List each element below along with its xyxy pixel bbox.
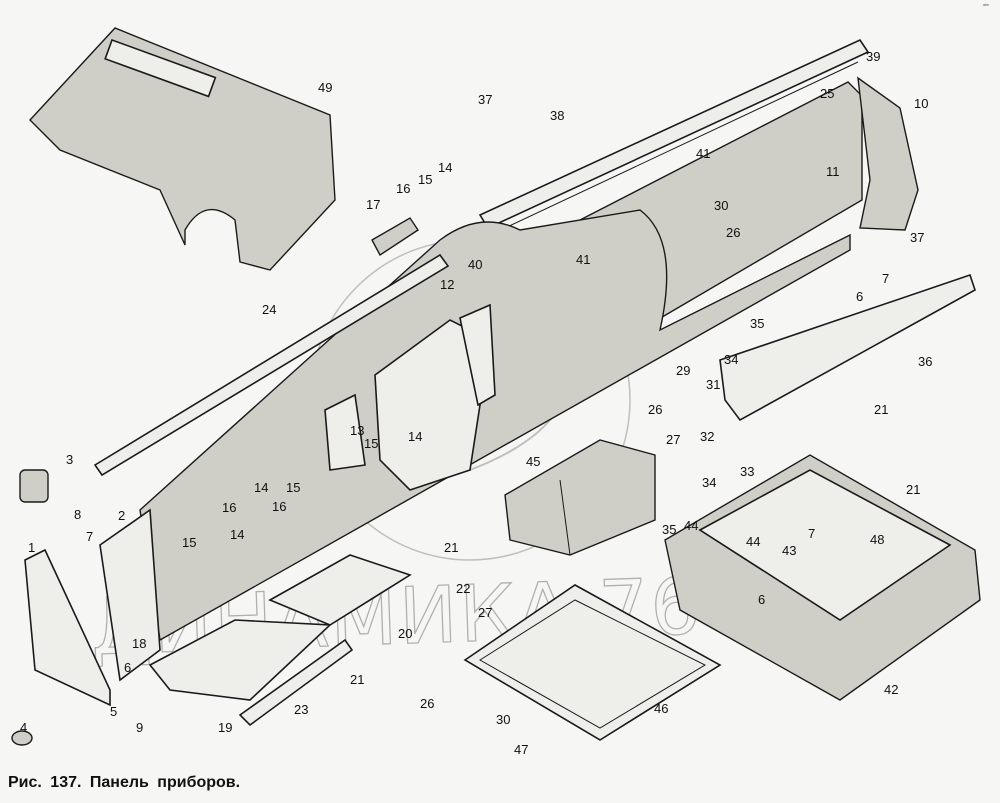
part-17-lamp: [371, 217, 419, 257]
callout-42: 42: [884, 682, 898, 697]
callout-49: 49: [318, 80, 332, 95]
callout-14: 14: [438, 160, 452, 175]
callout-14: 14: [408, 429, 422, 444]
callout-21: 21: [906, 482, 920, 497]
callout-37: 37: [478, 92, 492, 107]
callout-4: 4: [20, 720, 27, 735]
figure-caption: Рис. 137. Панель приборов.: [8, 774, 241, 791]
callout-6: 6: [124, 660, 131, 675]
callout-27: 27: [666, 432, 680, 447]
callout-21: 21: [874, 402, 888, 417]
part-42-tray: [664, 454, 981, 701]
callout-26: 26: [648, 402, 662, 417]
callout-48: 48: [870, 532, 884, 547]
callout-32: 32: [700, 429, 714, 444]
part-45-box: [504, 439, 656, 556]
callout-19: 19: [218, 720, 232, 735]
part-20-bracket: [268, 554, 412, 626]
callout-3: 3: [66, 452, 73, 467]
callout-47: 47: [514, 742, 528, 757]
callout-40: 40: [468, 257, 482, 272]
callout-16: 16: [396, 181, 410, 196]
callout-39: 39: [866, 49, 880, 64]
part-24-strip: [93, 253, 450, 477]
callout-5: 5: [110, 704, 117, 719]
callout-41: 41: [696, 146, 710, 161]
callout-15: 15: [364, 436, 378, 451]
part-1-side-plate: [24, 548, 111, 707]
part-10-bracket: [857, 76, 919, 231]
callout-31: 31: [706, 377, 720, 392]
callout-21: 21: [444, 540, 458, 555]
callout-15: 15: [286, 480, 300, 495]
callout-13: 13: [350, 423, 364, 438]
callout-7: 7: [86, 529, 93, 544]
callout-7: 7: [882, 271, 889, 286]
part-23-bracket: [238, 638, 354, 727]
corner-mark: ᵃᵗᵐ: [983, 3, 989, 9]
part-19-bracket: [148, 619, 332, 701]
part-3-cap: [19, 469, 49, 503]
callout-10: 10: [914, 96, 928, 111]
callout-16: 16: [272, 499, 286, 514]
callout-30: 30: [714, 198, 728, 213]
callout-34: 34: [702, 475, 716, 490]
callout-45: 45: [526, 454, 540, 469]
callout-26: 26: [420, 696, 434, 711]
callout-34: 34: [724, 352, 738, 367]
callout-22: 22: [456, 581, 470, 596]
part-46-lid: [463, 584, 722, 741]
callout-35: 35: [662, 522, 676, 537]
part-2-side-plate: [99, 508, 161, 682]
callout-14: 14: [230, 527, 244, 542]
callout-37: 37: [910, 230, 924, 245]
callout-7: 7: [808, 526, 815, 541]
callout-46: 46: [654, 701, 668, 716]
callout-41: 41: [576, 252, 590, 267]
callout-15: 15: [182, 535, 196, 550]
callout-18: 18: [132, 636, 146, 651]
callout-15: 15: [418, 172, 432, 187]
callout-44: 44: [684, 518, 698, 533]
callout-44: 44: [746, 534, 760, 549]
callout-1: 1: [28, 540, 35, 555]
callout-27: 27: [478, 605, 492, 620]
callout-12: 12: [440, 277, 454, 292]
callout-24: 24: [262, 302, 276, 317]
callout-35: 35: [750, 316, 764, 331]
callout-16: 16: [222, 500, 236, 515]
callout-30: 30: [496, 712, 510, 727]
callout-11: 11: [826, 164, 840, 179]
callout-6: 6: [856, 289, 863, 304]
callout-21: 21: [350, 672, 364, 687]
callout-6: 6: [758, 592, 765, 607]
part-4-grommet: [11, 730, 33, 746]
callout-25: 25: [820, 86, 834, 101]
part-36-shelf: [719, 273, 976, 422]
callout-38: 38: [550, 108, 564, 123]
callout-14: 14: [254, 480, 268, 495]
callout-9: 9: [136, 720, 143, 735]
callout-20: 20: [398, 626, 412, 641]
part-49-steering-column-cover: [29, 27, 336, 271]
callout-29: 29: [676, 363, 690, 378]
callout-17: 17: [366, 197, 380, 212]
callout-43: 43: [782, 543, 796, 558]
callout-8: 8: [74, 507, 81, 522]
callout-23: 23: [294, 702, 308, 717]
callout-2: 2: [118, 508, 125, 523]
callout-26: 26: [726, 225, 740, 240]
callout-36: 36: [918, 354, 932, 369]
callout-33: 33: [740, 464, 754, 479]
part-12-instrument-panel: [139, 209, 851, 642]
